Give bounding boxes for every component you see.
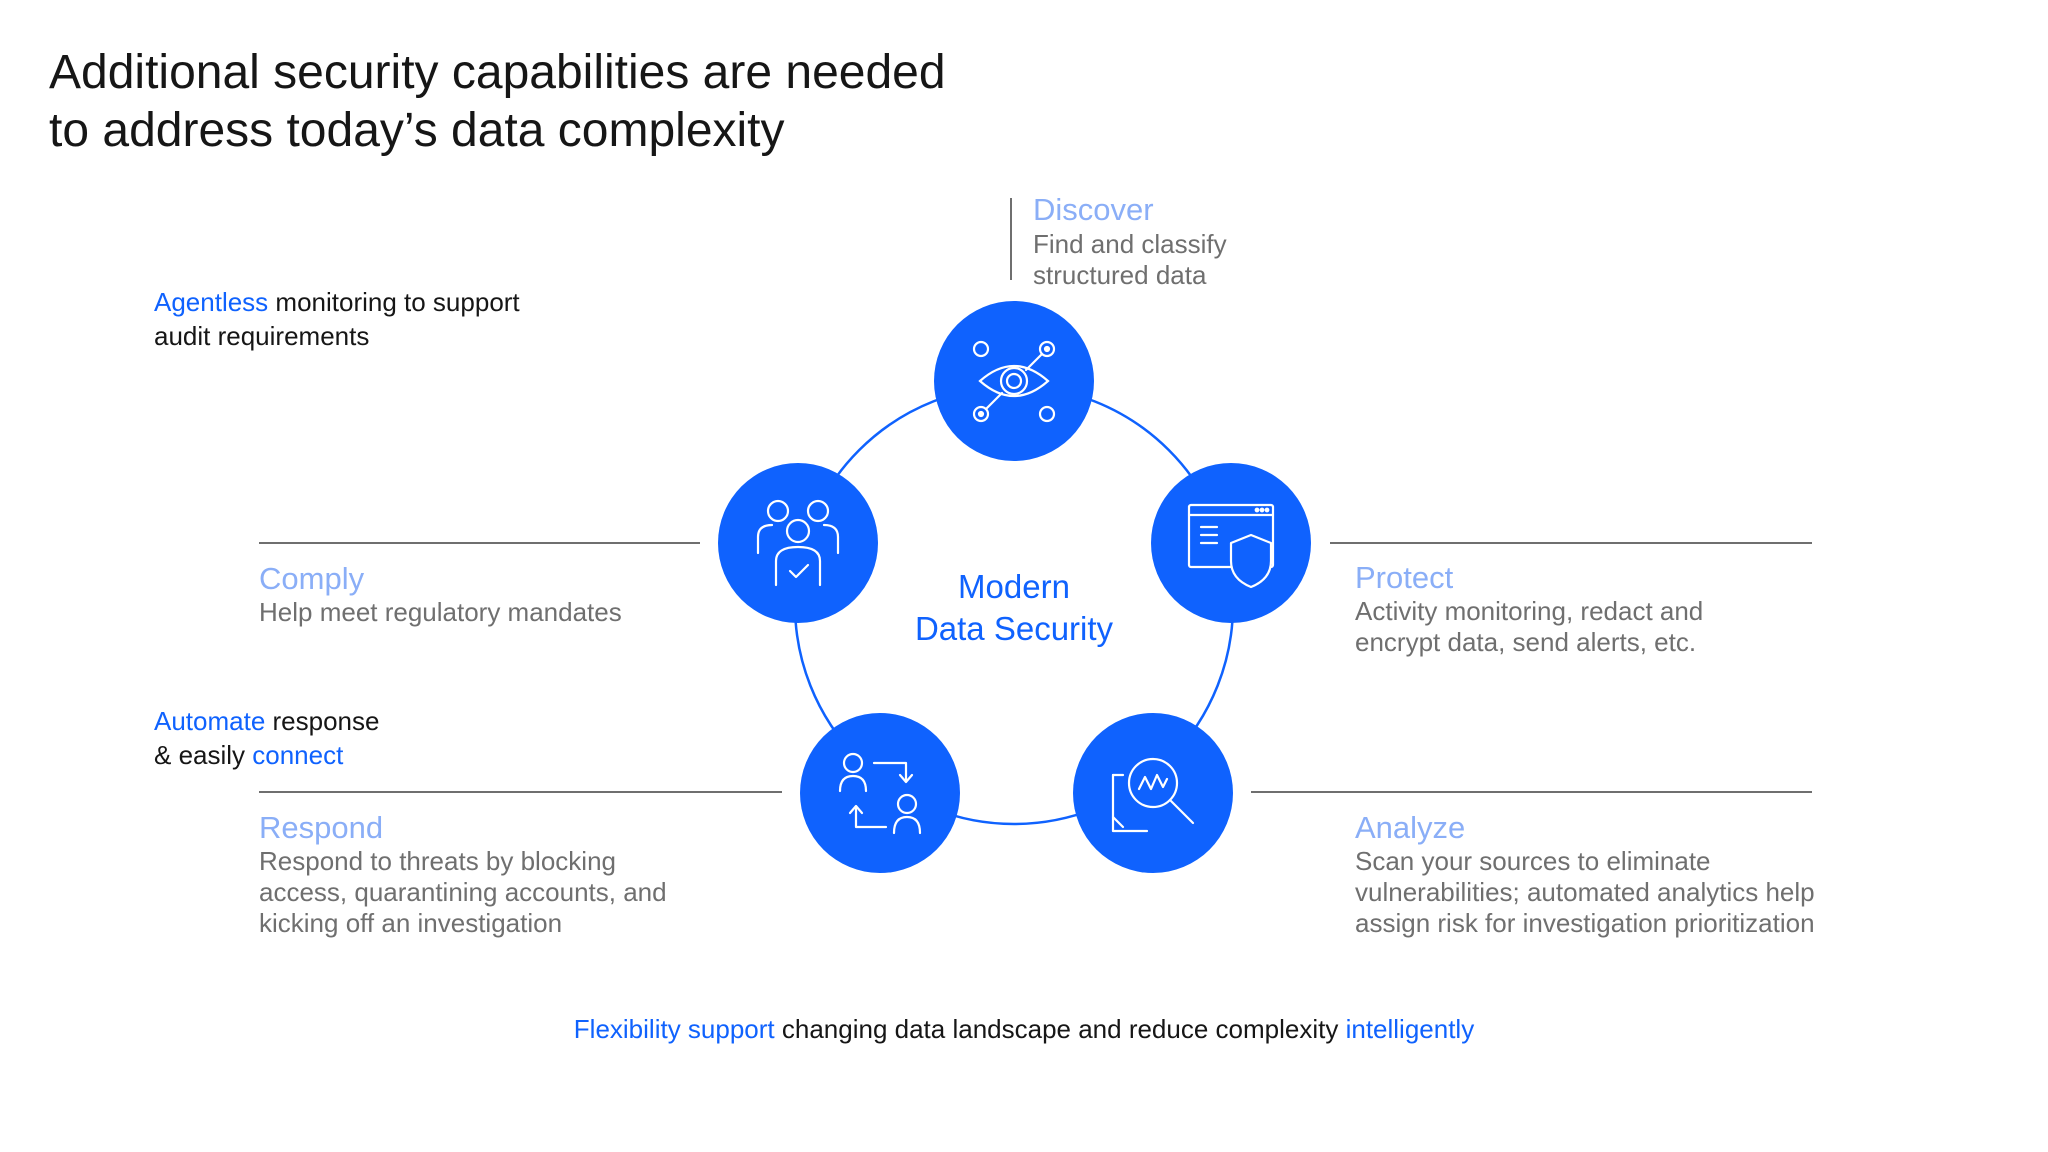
user-exchange-icon (838, 752, 922, 835)
title-line-1: Additional security capabilities are nee… (49, 46, 946, 99)
title-line-2: to address today’s data complexity (49, 104, 785, 157)
protect-desc: Activity monitoring, redact and encrypt … (1355, 596, 1703, 658)
footer-statement: Flexibility support changing data landsc… (0, 1014, 2048, 1045)
analyze-desc-line: assign risk for investigation prioritiza… (1355, 908, 1815, 938)
eye-network-icon (972, 340, 1056, 423)
node-respond (800, 713, 960, 873)
analyze-title: Analyze (1355, 810, 1466, 845)
comply-desc-line: Help meet regulatory mandates (259, 597, 622, 627)
comply-desc: Help meet regulatory mandates (259, 597, 622, 628)
discover-desc: Find and classify structured data (1033, 229, 1227, 291)
node-discover (934, 301, 1094, 461)
protect-title: Protect (1355, 560, 1454, 595)
agentless-note: Agentless monitoring to support audit re… (154, 285, 520, 353)
protect-desc-line: Activity monitoring, redact and (1355, 596, 1704, 626)
center-label: Modern Data Security (862, 566, 1166, 650)
agentless-highlight: Agentless (154, 287, 269, 317)
automate-highlight: Automate (154, 706, 266, 736)
discover-title: Discover (1033, 192, 1154, 227)
node-protect (1151, 463, 1311, 623)
respond-desc-line: Respond to threats by blocking (259, 846, 616, 876)
discover-desc-line: structured data (1033, 260, 1207, 290)
comply-title: Comply (259, 561, 365, 596)
automate-text: response (265, 706, 380, 736)
analyze-desc-line: vulnerabilities; automated analytics hel… (1355, 877, 1815, 907)
node-analyze (1073, 713, 1233, 873)
document-magnifier-icon (1111, 757, 1195, 833)
footer-highlight-intelligently: intelligently (1345, 1014, 1475, 1044)
footer-text: changing data landscape and reduce compl… (774, 1014, 1346, 1044)
respond-title: Respond (259, 810, 384, 845)
center-line-2: Data Security (914, 610, 1114, 647)
footer-highlight-flexibility: Flexibility support (573, 1014, 775, 1044)
respond-desc-line: kicking off an investigation (259, 908, 563, 938)
page-title: Additional security capabilities are nee… (49, 44, 946, 160)
center-line-1: Modern (958, 568, 1070, 605)
connect-highlight: connect (252, 740, 344, 770)
discover-desc-line: Find and classify (1033, 229, 1227, 259)
agentless-text: monitoring to support (268, 287, 520, 317)
user-group-check-icon (756, 499, 840, 587)
respond-desc-line: access, quarantining accounts, and (259, 877, 667, 907)
analyze-desc: Scan your sources to eliminate vulnerabi… (1355, 846, 1815, 939)
protect-desc-line: encrypt data, send alerts, etc. (1355, 627, 1697, 657)
node-comply (718, 463, 878, 623)
agentless-line-2: audit requirements (154, 321, 370, 351)
browser-shield-icon (1187, 503, 1275, 589)
respond-desc: Respond to threats by blocking access, q… (259, 846, 667, 939)
analyze-desc-line: Scan your sources to eliminate (1355, 846, 1711, 876)
automate-note: Automate response & easily connect (154, 704, 379, 772)
automate-line-2-prefix: & easily (154, 740, 253, 770)
